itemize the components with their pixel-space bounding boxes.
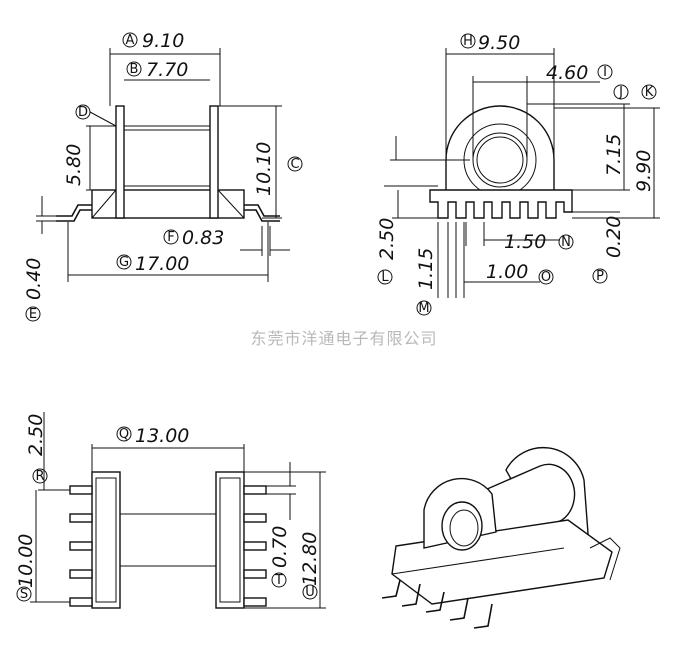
value-o: 1.00 xyxy=(486,261,528,283)
letter-t: T xyxy=(274,573,283,588)
letter-q: Q xyxy=(119,427,129,442)
letter-circle-r xyxy=(32,468,48,484)
bottom-block-right xyxy=(215,471,245,609)
side-view: H 9.50 4.60 I 7.15 J 9.90 K 0.20 P xyxy=(376,32,660,316)
letter-r: R xyxy=(35,469,44,484)
bottom-block-left xyxy=(91,471,121,609)
value-h: 9.50 xyxy=(478,32,520,54)
value-s: 10.00 xyxy=(15,534,37,588)
front-lead-right xyxy=(244,204,280,217)
value-m: 1.15 xyxy=(415,248,437,290)
letter-n: N xyxy=(561,235,571,250)
bottom-view: Q 13.00 2.50 R 10.00 S 0.70 T 12.80 U xyxy=(15,412,326,609)
letter-circle-q xyxy=(116,426,132,442)
letter-p: P xyxy=(596,269,604,284)
front-lead-left xyxy=(56,204,92,217)
value-n: 1.50 xyxy=(504,231,546,253)
company-watermark: 东莞市洋通电子有限公司 xyxy=(250,329,437,348)
front-flange-right xyxy=(209,105,219,219)
value-r: 2.50 xyxy=(25,414,47,456)
letter-j: J xyxy=(618,85,623,100)
letter-o: O xyxy=(541,270,551,285)
value-t: 0.70 xyxy=(269,526,291,568)
letter-circle-h xyxy=(460,33,476,49)
letter-circle-n xyxy=(558,234,574,250)
bottom-pins-left xyxy=(69,485,93,607)
value-e: 0.40 xyxy=(23,258,45,300)
value-p: 0.20 xyxy=(603,216,625,258)
letter-d: D xyxy=(78,105,88,120)
letter-k: K xyxy=(645,85,654,100)
front-flange-left xyxy=(115,105,125,219)
iso-hole xyxy=(441,501,483,551)
letter-circle-e xyxy=(25,306,41,322)
letter-circle-s xyxy=(16,586,32,602)
value-d: 5.80 xyxy=(63,144,85,186)
value-q: 13.00 xyxy=(135,425,189,447)
isometric-view xyxy=(381,447,621,629)
value-b: 7.70 xyxy=(146,59,188,81)
letter-circle-l xyxy=(377,269,393,285)
letter-g: G xyxy=(119,255,129,270)
front-slope-right xyxy=(217,189,245,219)
front-slope-left xyxy=(91,189,117,219)
letter-a: A xyxy=(126,33,135,48)
side-flange xyxy=(445,105,555,190)
value-j: 7.15 xyxy=(603,134,625,176)
value-f: 0.83 xyxy=(182,227,224,249)
value-l: 2.50 xyxy=(376,218,398,260)
value-a: 9.10 xyxy=(142,30,184,52)
letter-m: M xyxy=(418,301,429,316)
front-base xyxy=(91,189,245,219)
value-c: 10.10 xyxy=(253,142,275,196)
letter-f: F xyxy=(167,230,174,245)
value-u: 12.80 xyxy=(299,532,321,586)
letter-e: E xyxy=(29,307,37,322)
value-k: 9.90 xyxy=(633,150,655,192)
letter-b: B xyxy=(130,62,139,77)
letter-circle-j xyxy=(613,84,629,100)
letter-circle-a xyxy=(122,32,138,48)
letter-h: H xyxy=(463,34,473,49)
letter-circle-p xyxy=(592,268,608,284)
letter-circle-g xyxy=(116,254,132,270)
letter-circle-o xyxy=(538,269,554,285)
value-i: 4.60 xyxy=(546,62,588,84)
iso-pins xyxy=(381,579,493,629)
letter-c: C xyxy=(290,157,299,172)
letter-circle-c xyxy=(287,156,303,172)
letter-i: I xyxy=(603,65,607,80)
letter-circle-t xyxy=(271,572,287,588)
letter-l: L xyxy=(381,270,389,285)
value-g: 17.00 xyxy=(135,253,189,275)
letter-circle-i xyxy=(597,64,613,80)
letter-circle-k xyxy=(641,84,657,100)
bottom-pins-right xyxy=(243,485,267,607)
letter-s: S xyxy=(20,587,28,602)
letter-circle-f xyxy=(163,229,179,245)
letter-circle-m xyxy=(416,300,432,316)
front-view: A 9.10 B 7.70 D 5.80 10.10 C 0.40 E xyxy=(23,30,303,322)
side-base-comb xyxy=(429,189,573,219)
letter-circle-u xyxy=(302,584,318,600)
letter-circle-b xyxy=(126,61,142,77)
letter-u: U xyxy=(305,585,315,600)
